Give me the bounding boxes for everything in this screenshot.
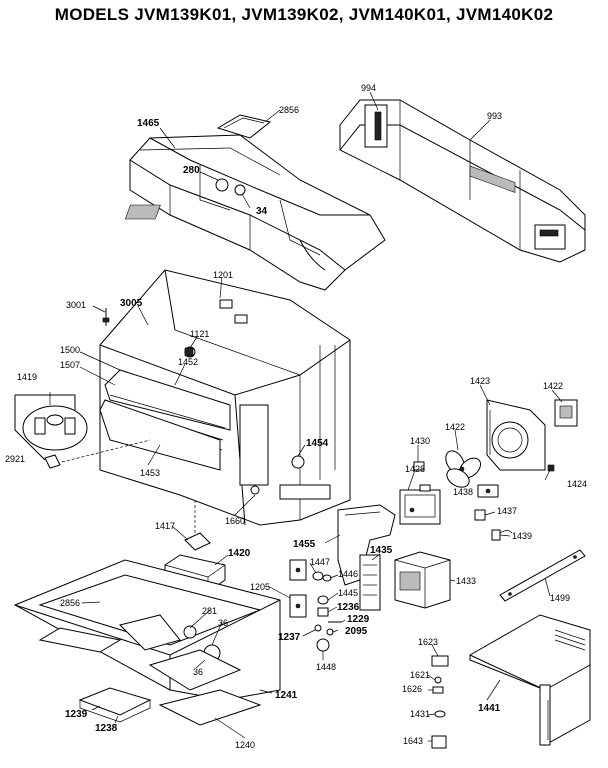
- label-1424: 1424: [567, 479, 587, 489]
- base-panel-part-1241: [13, 559, 281, 701]
- part-1621: [434, 676, 442, 684]
- stirrer-part-1417: [184, 500, 211, 551]
- air-duct-part-1465: [124, 134, 386, 291]
- side-panel-part-1441: [469, 614, 591, 746]
- label-1239: 1239: [65, 709, 88, 720]
- part-1237: [314, 624, 322, 632]
- label-1643: 1643: [403, 736, 423, 746]
- label-993: 993: [487, 111, 502, 121]
- label-1435: 1435: [370, 545, 393, 556]
- label-1433: 1433: [456, 576, 476, 586]
- label-1453: 1453: [140, 468, 160, 478]
- label-1441: 1441: [478, 703, 501, 714]
- label-1439: 1439: [512, 531, 532, 541]
- plate-part-2856: [216, 114, 272, 139]
- label-1121: 1121: [190, 329, 209, 339]
- label-3001: 3001: [66, 300, 86, 310]
- label-1660: 1660: [225, 516, 245, 526]
- label-1446: 1446: [338, 569, 358, 579]
- label-1452: 1452: [178, 357, 198, 367]
- label-1237: 1237: [278, 632, 301, 643]
- label-1447: 1447: [310, 557, 330, 567]
- oven-cavity-part-1201: [99, 269, 351, 526]
- leader-lines: [49, 91, 563, 742]
- lamp-part-1447: [312, 571, 332, 582]
- label-1420: 1420: [228, 548, 251, 559]
- fan-housing-part-1423: [486, 399, 546, 471]
- capacitor-part-1428: [399, 484, 441, 525]
- label-36b: 36: [193, 667, 203, 677]
- label-1448: 1448: [316, 662, 336, 672]
- label-1626: 1626: [402, 684, 422, 694]
- label-3005: 3005: [120, 298, 143, 309]
- label-34: 34: [256, 206, 268, 217]
- label-1236: 1236: [337, 602, 360, 613]
- label-2095: 2095: [345, 626, 368, 637]
- label-1438: 1438: [453, 487, 473, 497]
- part-2095: [326, 628, 334, 636]
- label-1437: 1437: [497, 506, 517, 516]
- label-994: 994: [361, 83, 376, 93]
- label-2921: 2921: [5, 454, 25, 464]
- bracket-part-1239: [78, 687, 152, 723]
- fan-blade-part-1422: [445, 450, 482, 488]
- plate-part-1435: [359, 554, 381, 611]
- frame-part-1240: [38, 627, 262, 726]
- label-1201: 1201: [213, 270, 233, 280]
- label-1240: 1240: [235, 740, 255, 750]
- part-1448: [316, 638, 330, 652]
- label-1241: 1241: [275, 690, 298, 701]
- part-1623: [431, 655, 449, 667]
- label-1455: 1455: [293, 539, 316, 550]
- label-281: 281: [202, 606, 217, 616]
- label-1454: 1454: [306, 438, 329, 449]
- label-2856b: 2856: [60, 598, 80, 608]
- part-1643: [431, 735, 447, 749]
- label-1422a: 1422: [543, 381, 563, 391]
- label-2856: 2856: [279, 105, 299, 115]
- bracket-part-1455: [337, 504, 396, 586]
- label-1431: 1431: [410, 709, 430, 719]
- transformer-part-1433: [394, 551, 451, 609]
- label-280: 280: [183, 165, 200, 176]
- label-1507: 1507: [60, 360, 80, 370]
- part-1445: [317, 595, 329, 605]
- label-36a: 36: [218, 618, 228, 628]
- label-1419: 1419: [17, 372, 37, 382]
- label-1621: 1621: [410, 670, 430, 680]
- label-1430: 1430: [410, 436, 430, 446]
- diagram-title: MODELS JVM139K01, JVM139K02, JVM140K01, …: [54, 5, 554, 24]
- screw-part-3001: [102, 308, 110, 326]
- part-1431: [434, 710, 446, 718]
- thermal-part-1438: [477, 484, 499, 498]
- label-1623: 1623: [418, 637, 438, 647]
- part-1236: [317, 607, 329, 617]
- motor-part-1422: [554, 399, 578, 427]
- label-1465: 1465: [137, 118, 160, 129]
- mounting-bracket-part-993: [339, 99, 586, 263]
- label-1499: 1499: [550, 593, 570, 603]
- bar-part-1499: [499, 549, 586, 602]
- switch-assembly-part-1205: [289, 559, 307, 618]
- label-1238: 1238: [95, 723, 118, 734]
- label-1423: 1423: [470, 376, 490, 386]
- part-1437: [474, 509, 486, 521]
- label-1500: 1500: [60, 345, 80, 355]
- label-1229: 1229: [347, 614, 370, 625]
- switch-part-1430: [413, 461, 425, 471]
- part-labels: 994 993 1465 2856 280 34 1201 3001 3005 …: [5, 83, 587, 750]
- label-1205: 1205: [250, 582, 270, 592]
- clip-part-1424: [547, 464, 555, 472]
- label-1428: 1428: [405, 464, 425, 474]
- cover-part-1419: [14, 394, 151, 469]
- part-1626: [432, 686, 444, 694]
- label-1445: 1445: [338, 588, 358, 598]
- label-1422b: 1422: [445, 422, 465, 432]
- label-1417: 1417: [155, 521, 175, 531]
